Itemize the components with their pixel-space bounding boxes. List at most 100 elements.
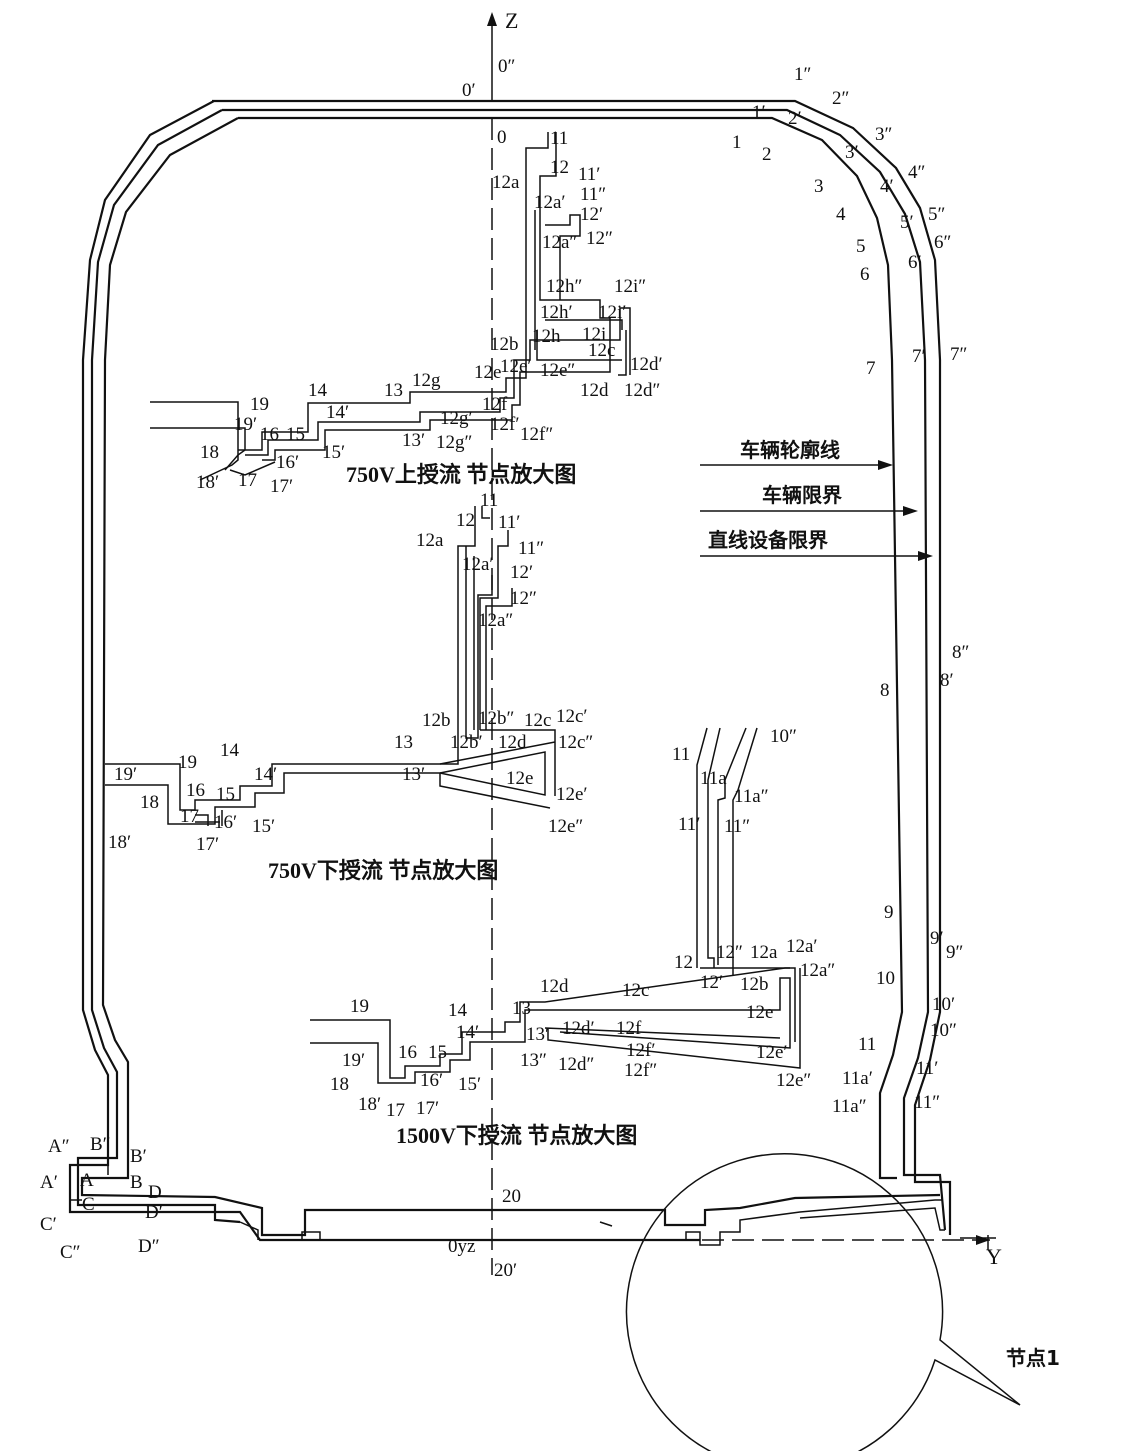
point-label-D: D — [148, 1182, 162, 1203]
point-label-u12a: 12a — [492, 172, 520, 193]
point-label-20p: 20′ — [494, 1260, 517, 1281]
point-label-6: 6 — [860, 264, 870, 285]
point-label-u12hp: 12h′ — [540, 302, 573, 323]
point-label-m12p: 12′ — [510, 562, 533, 583]
legend-outline: 车辆轮廓线 — [740, 438, 840, 462]
point-label-u12f: 12f — [482, 394, 508, 415]
point-label-m12epp: 12e″ — [548, 816, 583, 837]
z-axis — [487, 12, 497, 1275]
point-label-u12b: 12b — [490, 334, 519, 355]
floor-details — [70, 1165, 945, 1246]
point-label-l12c: 12c — [622, 980, 649, 1001]
point-label-m15p: 15′ — [252, 816, 275, 837]
point-label-m11pp: 11″ — [518, 538, 544, 559]
point-label-u12fp: 12f′ — [490, 414, 519, 435]
point-label-5: 5 — [856, 236, 866, 257]
point-label-l11: 11 — [672, 744, 690, 765]
point-label-l12epp: 12e″ — [776, 1070, 811, 1091]
point-label-l14p: 14′ — [456, 1022, 479, 1043]
legend-arrows — [700, 460, 933, 561]
point-label-2: 2 — [762, 144, 772, 165]
point-label-0pp: 0″ — [498, 56, 515, 77]
point-label-Bp: B′ — [130, 1146, 147, 1167]
lower-750v-detail — [105, 506, 556, 826]
point-label-u12p: 12′ — [580, 204, 603, 225]
point-label-u14: 14 — [308, 380, 328, 401]
legend-vehicle-gauge: 车辆限界 — [762, 483, 842, 507]
title-lower-1500v: 1500V下授流 节点放大图 — [396, 1123, 637, 1148]
point-label-A: A — [80, 1170, 94, 1191]
point-label-l12dp: 12d′ — [562, 1018, 595, 1039]
point-label-m14: 14 — [220, 740, 240, 761]
point-label-Cp: C′ — [40, 1214, 57, 1235]
point-label-u12i: 12i — [582, 324, 606, 345]
point-label-2pp: 2″ — [832, 88, 849, 109]
point-label-9pp: 9″ — [946, 942, 963, 963]
point-label-l12ep: 12e′ — [756, 1042, 788, 1063]
point-label-1p: 1′ — [752, 102, 766, 123]
point-label-u12hpp: 12h″ — [546, 276, 582, 297]
point-label-u17p: 17′ — [270, 476, 293, 497]
point-label-m16: 16 — [186, 780, 205, 801]
point-label-u12ip: 12i′ — [598, 302, 626, 323]
point-label-Ap: A′ — [40, 1172, 58, 1193]
point-label-m12: 12 — [456, 510, 475, 531]
point-label-l12dpp: 12d″ — [558, 1054, 594, 1075]
point-label-m18p: 18′ — [108, 832, 131, 853]
point-label-m13: 13 — [394, 732, 413, 753]
point-label-2p: 2′ — [788, 108, 802, 129]
y-axis-label: Y — [986, 1244, 1002, 1269]
z-axis-label: Z — [505, 8, 518, 33]
point-label-m12c: 12c — [524, 710, 551, 731]
point-label-u12gp: 12g′ — [440, 408, 473, 429]
point-label-8: 8 — [880, 680, 890, 701]
point-label-B: B — [130, 1172, 143, 1193]
point-label-l11app: 11a″ — [734, 786, 769, 807]
point-label-m17: 17 — [180, 806, 199, 827]
point-label-u12c: 12c — [588, 340, 615, 361]
point-label-11ar: 11a′ — [842, 1068, 873, 1089]
point-label-3: 3 — [814, 176, 824, 197]
point-label-u14p: 14′ — [326, 402, 349, 423]
point-label-l11a: 11a — [700, 768, 727, 789]
point-label-3pp: 3″ — [875, 124, 892, 145]
point-label-10: 10 — [876, 968, 895, 989]
point-label-u13p: 13′ — [402, 430, 425, 451]
point-label-m17p: 17′ — [196, 834, 219, 855]
point-label-u12: 12 — [550, 157, 569, 178]
vehicle-gauge-outline — [76, 108, 947, 1231]
point-label-7pp: 7″ — [950, 344, 967, 365]
point-label-l16p: 16′ — [420, 1070, 443, 1091]
point-label-l16: 16 — [398, 1042, 417, 1063]
point-label-5pp: 5″ — [928, 204, 945, 225]
point-label-l12fp: 12f′ — [626, 1040, 655, 1061]
point-label-m12ap: 12a′ — [462, 554, 494, 575]
point-label-m11p: 11′ — [498, 512, 520, 533]
point-label-l19: 19 — [350, 996, 369, 1017]
vehicle-outline — [80, 116, 941, 1237]
point-label-l17: 17 — [386, 1100, 405, 1121]
point-label-u12app: 12a″ — [542, 232, 577, 253]
point-label-l15p: 15′ — [458, 1074, 481, 1095]
point-label-u15p: 15′ — [322, 442, 345, 463]
point-label-l12a: 12a — [750, 942, 778, 963]
point-label-m12b: 12b — [422, 710, 451, 731]
point-label-m12e: 12e — [506, 768, 533, 789]
point-label-u12e: 12e — [474, 362, 501, 383]
point-label-l11p: 11′ — [678, 814, 700, 835]
point-label-Dpp: D″ — [138, 1236, 160, 1257]
point-label-m12d: 12d — [498, 732, 527, 753]
point-label-l12f: 12f — [616, 1018, 642, 1039]
point-label-7: 7 — [866, 358, 876, 379]
point-label-11pr: 11′ — [916, 1058, 938, 1079]
point-label-8p: 8′ — [940, 670, 954, 691]
point-label-4p: 4′ — [880, 176, 894, 197]
upper-750v-detail — [150, 132, 631, 481]
point-label-u16p: 16′ — [276, 452, 299, 473]
point-label-u19p: 19′ — [234, 414, 257, 435]
point-label-m19p: 19′ — [114, 764, 137, 785]
point-label-l13: 13 — [512, 998, 531, 1019]
point-label-Cpp: C″ — [60, 1242, 81, 1263]
point-label-l12p: 12′ — [700, 972, 723, 993]
